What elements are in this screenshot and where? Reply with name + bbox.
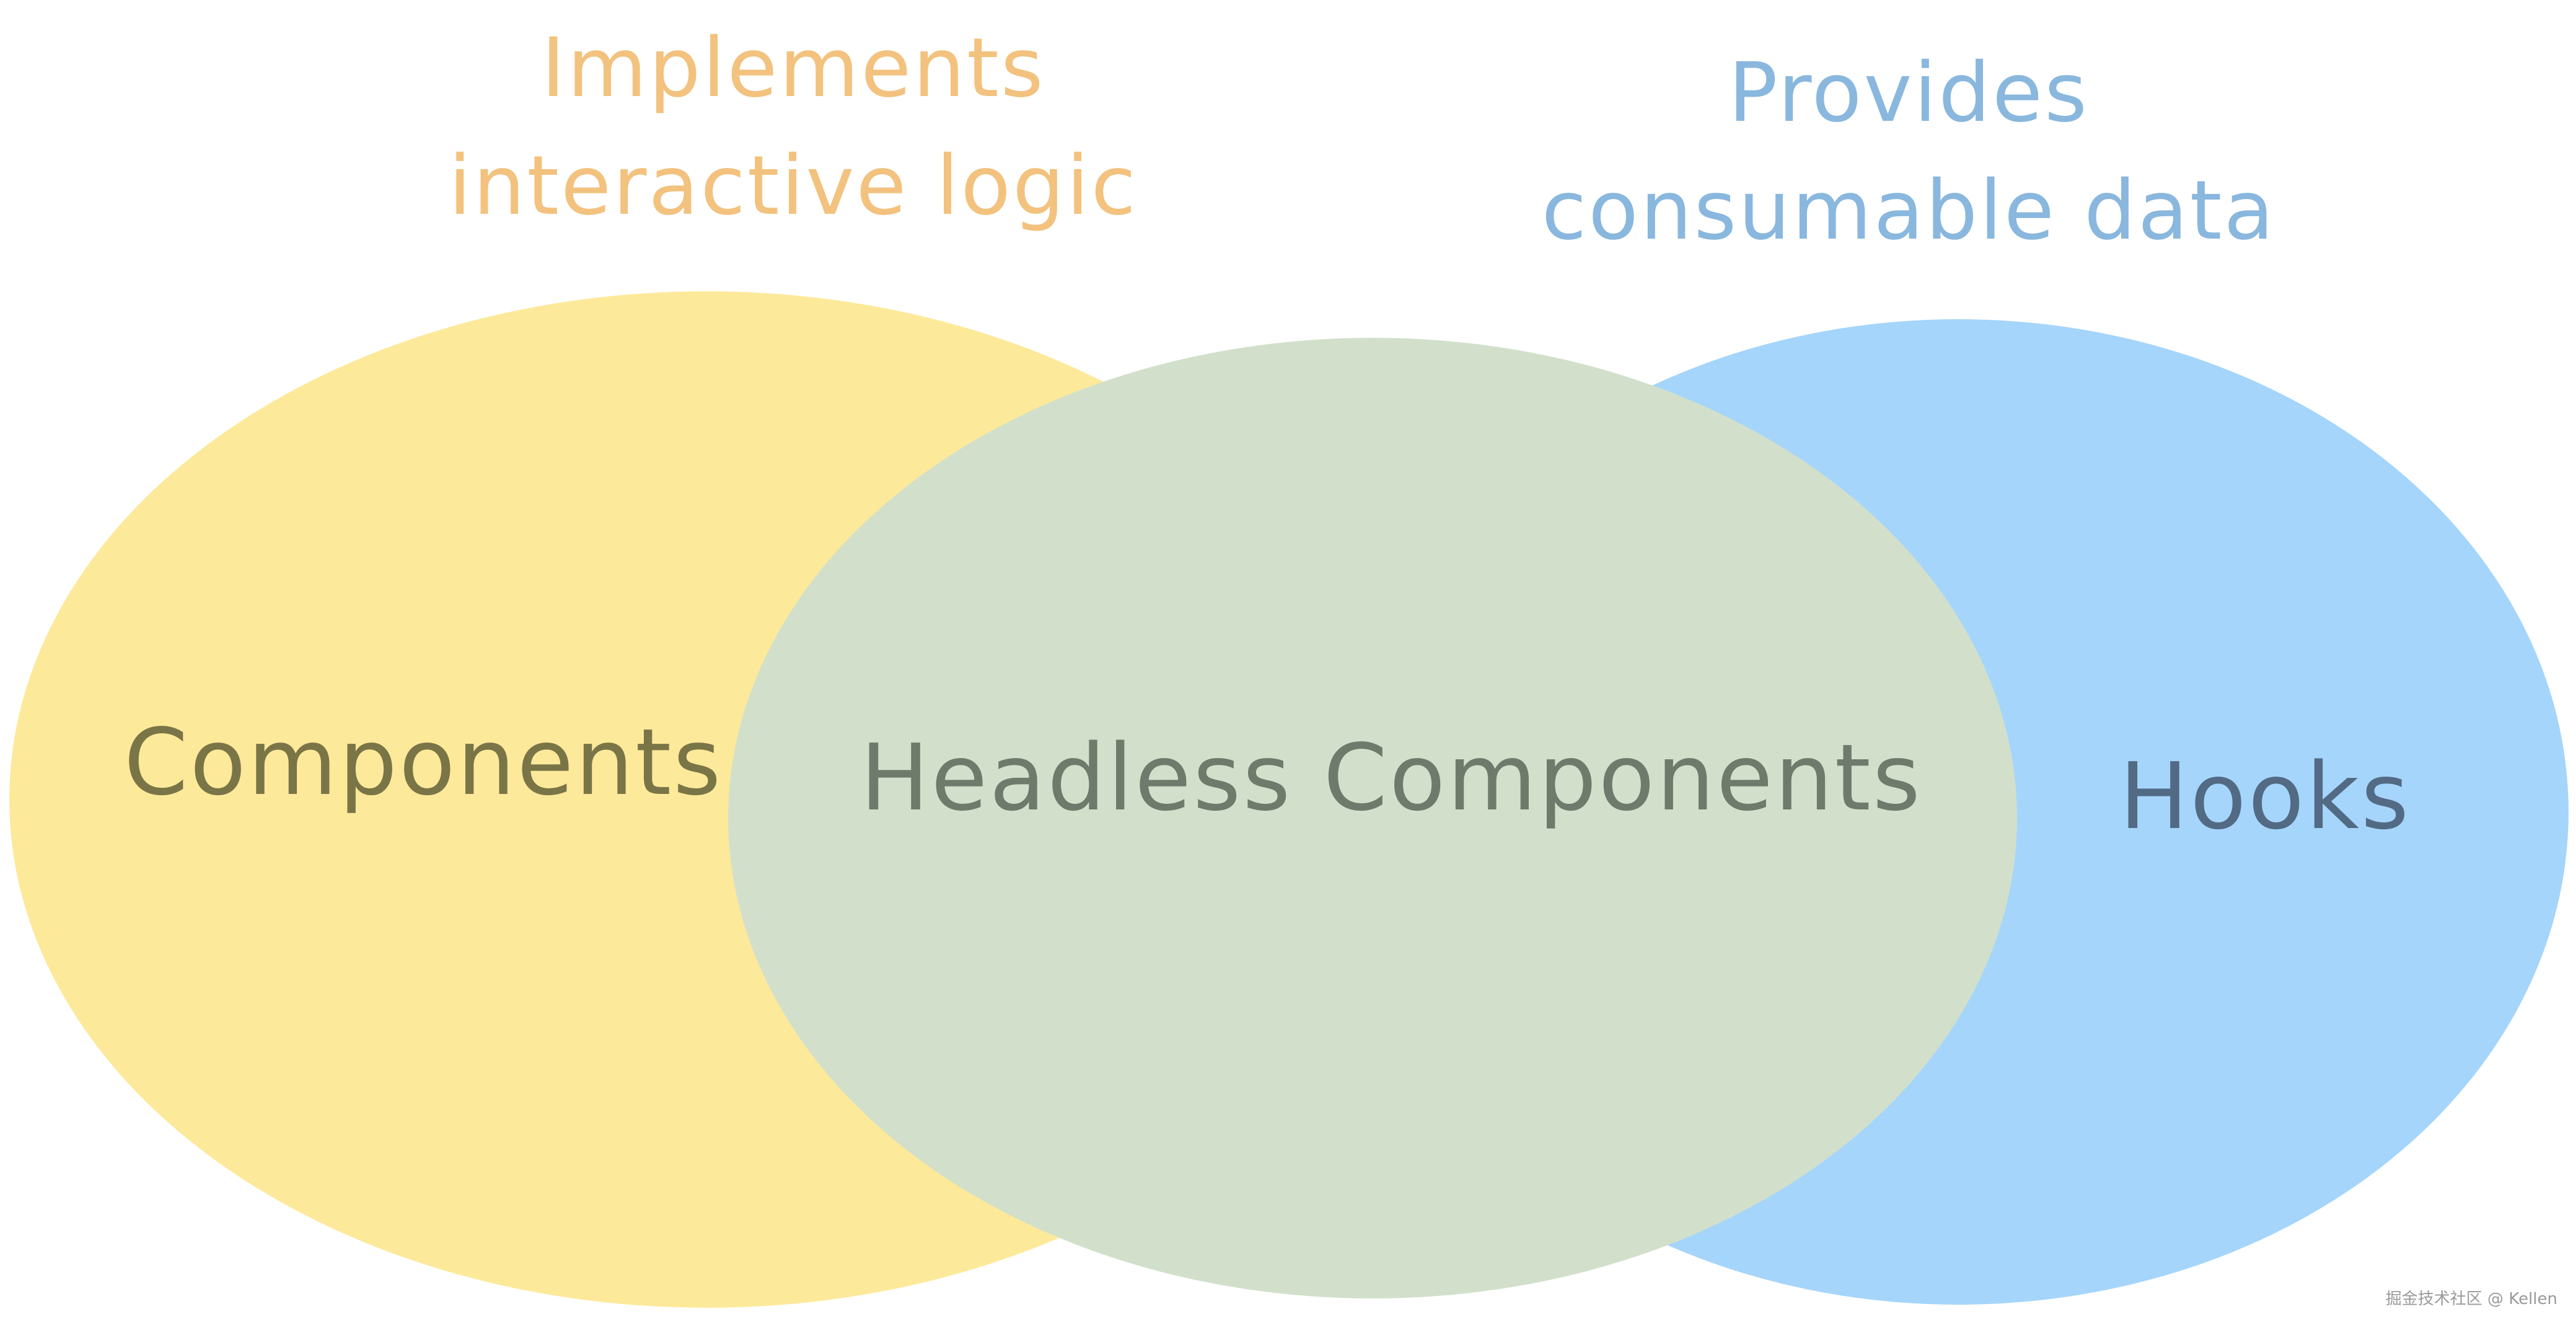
right-caption-line-2: consumable data: [1541, 163, 2276, 258]
left-set-caption: Implements interactive logic: [328, 9, 1258, 245]
right-set-caption: Provides consumable data: [1450, 34, 2367, 270]
left-caption-line-1: Implements: [541, 20, 1045, 116]
hooks-label: Hooks: [2119, 743, 2411, 850]
left-caption-line-2: interactive logic: [448, 138, 1138, 234]
watermark: 掘金技术社区 @ Kellen: [2385, 1290, 2557, 1308]
right-caption-line-1: Provides: [1728, 45, 2089, 141]
headless-components-label: Headless Components: [860, 725, 1922, 831]
components-label: Components: [124, 709, 723, 816]
intersection-region: [728, 338, 2017, 1298]
